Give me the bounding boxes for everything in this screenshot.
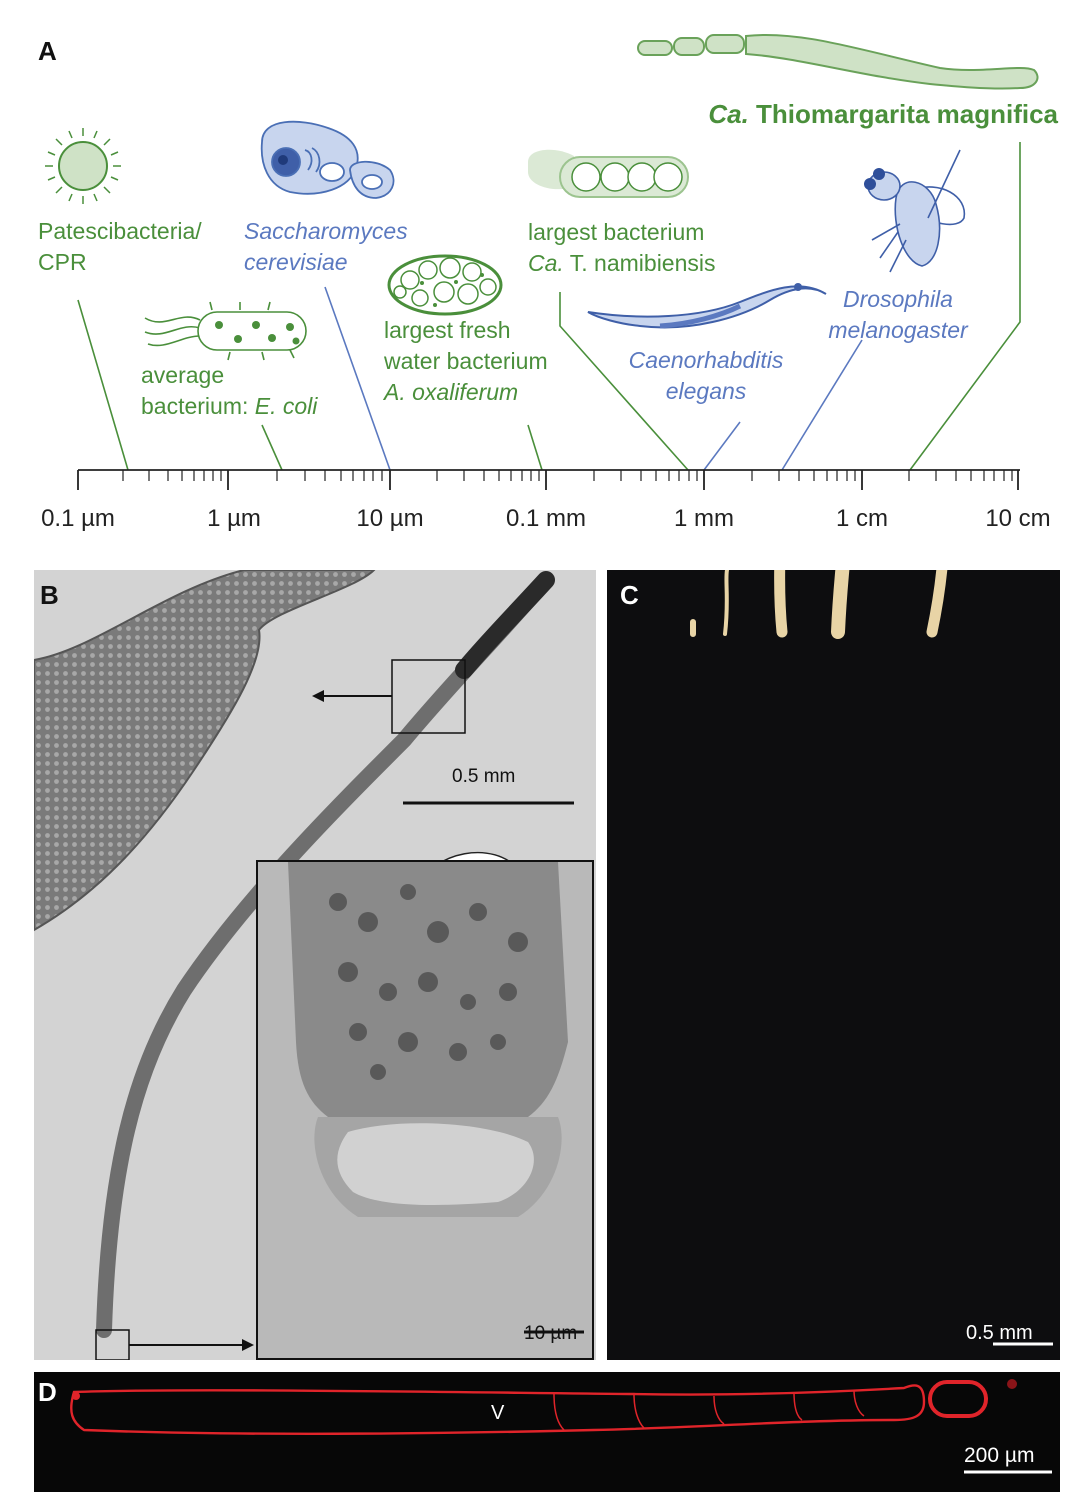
label-namibiensis-line2a: Ca.	[528, 250, 564, 276]
axis-tick-label: 1 mm	[674, 505, 734, 532]
vacuole-label: V	[491, 1402, 505, 1424]
label-oxaliferum-line1: largest fresh	[384, 317, 511, 343]
label-oxaliferum-line3: A. oxaliferum	[384, 379, 519, 405]
panel-b	[34, 570, 596, 1360]
label-drosophila-line1: Drosophila	[843, 286, 953, 312]
panel-b-letter: B	[40, 580, 59, 610]
label-oxaliferum-line2: water bacterium	[384, 348, 548, 374]
axis-tick-label: 0.1 µm	[41, 505, 115, 532]
drosophila-illustration	[864, 149, 966, 273]
inset-cell-end	[288, 862, 584, 1334]
label-oxaliferum: largest fresh water bacterium A. oxalife…	[384, 315, 548, 408]
label-patescibacteria: Patescibacteria/ CPR	[38, 216, 202, 278]
label-ecoli: average bacterium: E. coli	[141, 360, 317, 422]
label-thiomargarita-magnifica: Ca. Thiomargarita magnifica	[708, 99, 1058, 130]
label-thiomargarita-a: Ca.	[708, 99, 749, 129]
terminal-cell	[928, 1380, 988, 1418]
zoomed-filament	[34, 570, 376, 932]
label-celegans-line2: elegans	[665, 378, 747, 404]
panel-b-inset	[256, 860, 594, 1360]
filament-5	[926, 570, 948, 638]
label-drosophila-line2: melanogaster	[828, 317, 968, 343]
panel-d-fluorescence	[70, 1379, 1052, 1474]
filament-2	[723, 570, 729, 636]
label-drosophila: Drosophila melanogaster	[818, 284, 978, 346]
ecoli-illustration	[144, 301, 307, 361]
panel-d	[34, 1372, 1060, 1492]
size-axis	[77, 469, 1020, 490]
scalebar-main-label: 0.5 mm	[452, 766, 516, 787]
panel-c-scalebar-label: 0.5 mm	[966, 1322, 1033, 1344]
filament-3	[774, 570, 788, 638]
label-patescibacteria-line1: Patescibacteria/	[38, 218, 202, 244]
panel-a-drawings	[45, 33, 1039, 490]
label-ecoli-line2b: E. coli	[254, 393, 318, 419]
label-ecoli-line2: bacterium: E. coli	[141, 391, 317, 422]
namibiensis-illustration	[528, 149, 689, 198]
label-ecoli-line1: average	[141, 362, 225, 388]
label-namibiensis: largest bacterium Ca. T. namibiensis	[528, 217, 716, 279]
axis-tick-label: 1 cm	[835, 505, 889, 532]
filament-4	[831, 570, 850, 639]
label-saccharomyces: Saccharomyces cerevisiae	[244, 216, 408, 278]
axis-tick-label: 0.1 mm	[505, 505, 587, 532]
axis-tick-label: 10 µm	[356, 505, 424, 532]
scalebar-inset-label: 10 µm	[524, 1323, 578, 1344]
celegans-illustration	[587, 283, 827, 329]
panel-d-letter: D	[38, 1377, 57, 1407]
label-thiomargarita-b: Thiomargarita magnifica	[748, 99, 1058, 129]
label-saccharomyces-line2: cerevisiae	[244, 249, 348, 275]
label-celegans: Caenorhabditis elegans	[622, 345, 790, 407]
panel-a-letter: A	[38, 36, 57, 66]
panel-d-scalebar-label: 200 µm	[964, 1444, 1035, 1467]
axis-tick-label: 10 cm	[985, 505, 1051, 532]
oxaliferum-illustration	[387, 254, 503, 316]
panel-a-leader-lines	[77, 142, 1021, 471]
saccharomyces-illustration	[260, 120, 395, 199]
label-patescibacteria-line2: CPR	[38, 249, 87, 275]
label-namibiensis-line2: Ca. T. namibiensis	[528, 248, 716, 279]
label-saccharomyces-line1: Saccharomyces	[244, 218, 408, 244]
patescibacteria-illustration	[45, 128, 121, 204]
panel-c-filaments	[690, 570, 1053, 1346]
panel-c-letter: C	[620, 580, 639, 610]
axis-tick-label: 1 µm	[207, 505, 261, 532]
panel-c	[607, 570, 1060, 1360]
label-namibiensis-line2b: T. namibiensis	[563, 250, 716, 276]
membrane-outline	[70, 1384, 926, 1435]
label-namibiensis-line1: largest bacterium	[528, 219, 705, 245]
label-ecoli-line2a: bacterium:	[141, 393, 255, 419]
thiomargarita-magnifica-illustration	[637, 33, 1039, 90]
label-celegans-line1: Caenorhabditis	[628, 347, 784, 373]
